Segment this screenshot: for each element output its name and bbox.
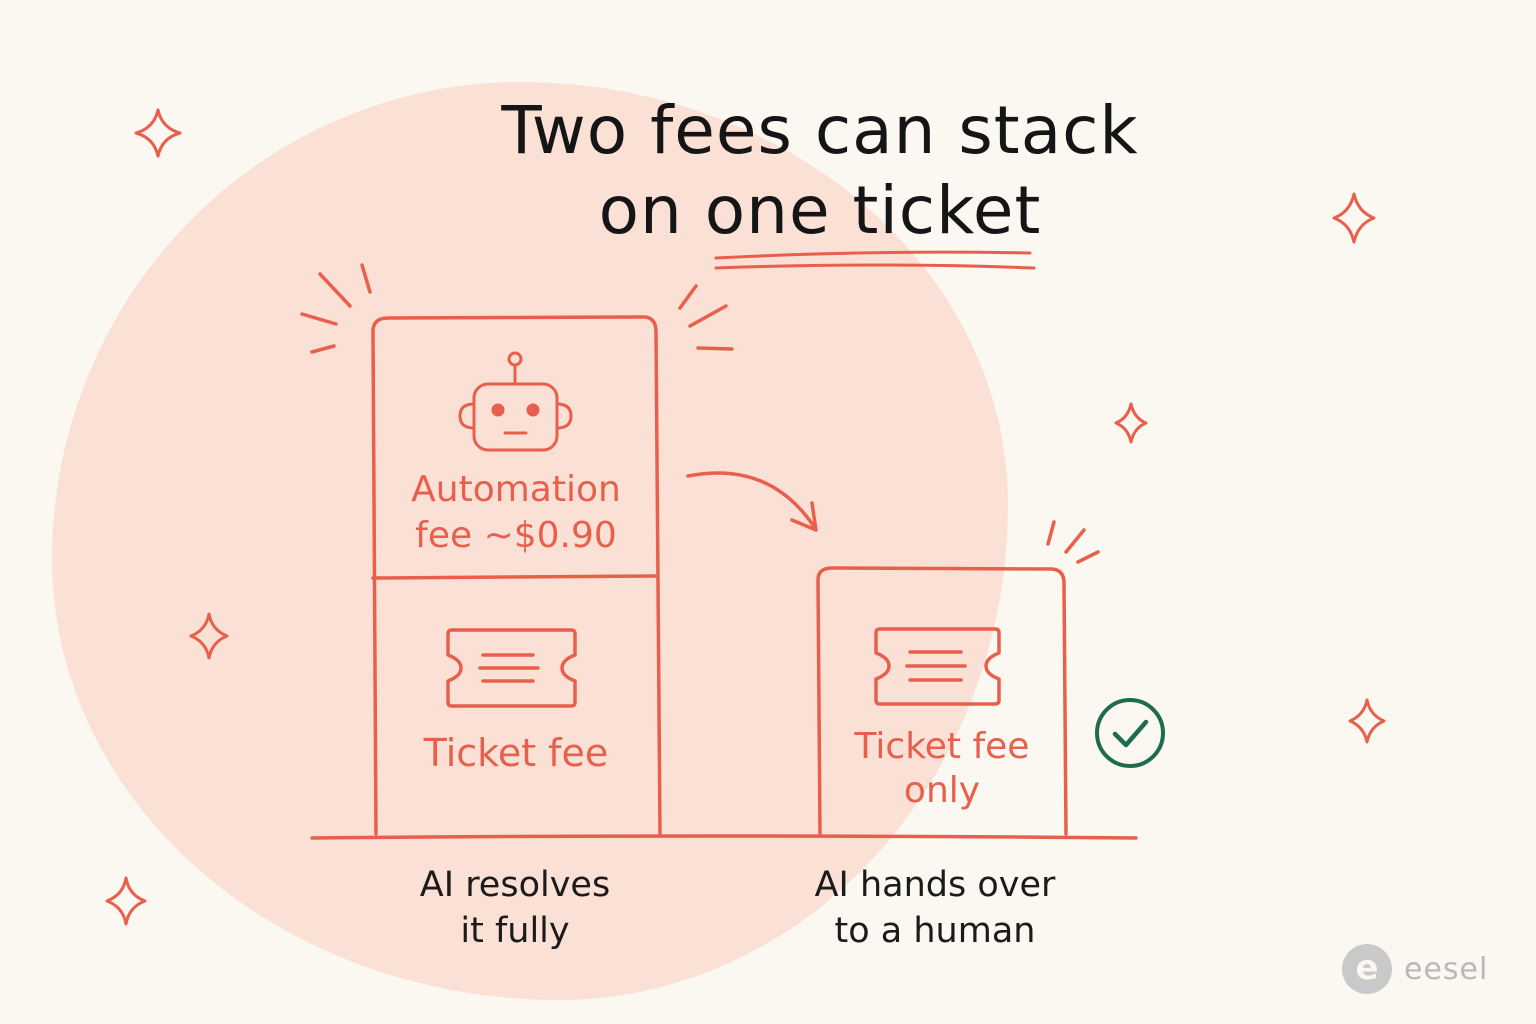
- ticket-icon: [446, 628, 577, 708]
- diagram-title-line1: Two fees can stack: [501, 92, 1139, 169]
- right-caption-line1: AI hands over: [814, 865, 1056, 905]
- title-line2-emphasis: one ticket: [704, 172, 1042, 249]
- sparkle-icon: [1348, 698, 1386, 744]
- left-caption-line1: AI resolves: [419, 865, 611, 905]
- left-ticket-fee-label: Ticket fee: [423, 731, 609, 775]
- robot-icon: [458, 351, 573, 452]
- brand-logo: e eesel: [1342, 944, 1488, 994]
- automation-fee-label-line1: Automation: [411, 469, 621, 510]
- sparkle-icon: [1332, 192, 1376, 244]
- brand-name: eesel: [1404, 951, 1489, 987]
- ticket-icon: [874, 627, 1001, 706]
- ground-line: [310, 834, 1138, 840]
- left-stack-box: [371, 315, 662, 836]
- title-underline: [714, 250, 1036, 270]
- right-ticket-fee-label-line1: Ticket fee: [854, 726, 1030, 767]
- arrow-icon: [686, 471, 818, 532]
- sparkle-icon: [1114, 402, 1148, 444]
- checkmark-icon: [1095, 698, 1165, 768]
- automation-fee-label-line2: fee ~$0.90: [415, 515, 617, 556]
- burst-lines: [300, 263, 734, 354]
- burst-lines: [1046, 520, 1100, 564]
- left-caption-line2: it fully: [460, 911, 570, 951]
- right-caption-line2: to a human: [834, 911, 1036, 951]
- right-ticket-fee-label-line2: only: [903, 770, 981, 811]
- right-stack-box: [816, 566, 1068, 836]
- title-line2-prefix: on: [598, 172, 683, 249]
- sparkle-icon: [189, 612, 229, 660]
- sparkle-icon: [134, 108, 182, 158]
- background-blob: [52, 82, 1008, 1000]
- diagram-title-line2: on one ticket: [300, 172, 1340, 249]
- sparkle-icon: [105, 876, 147, 926]
- brand-badge-icon: e: [1342, 944, 1392, 994]
